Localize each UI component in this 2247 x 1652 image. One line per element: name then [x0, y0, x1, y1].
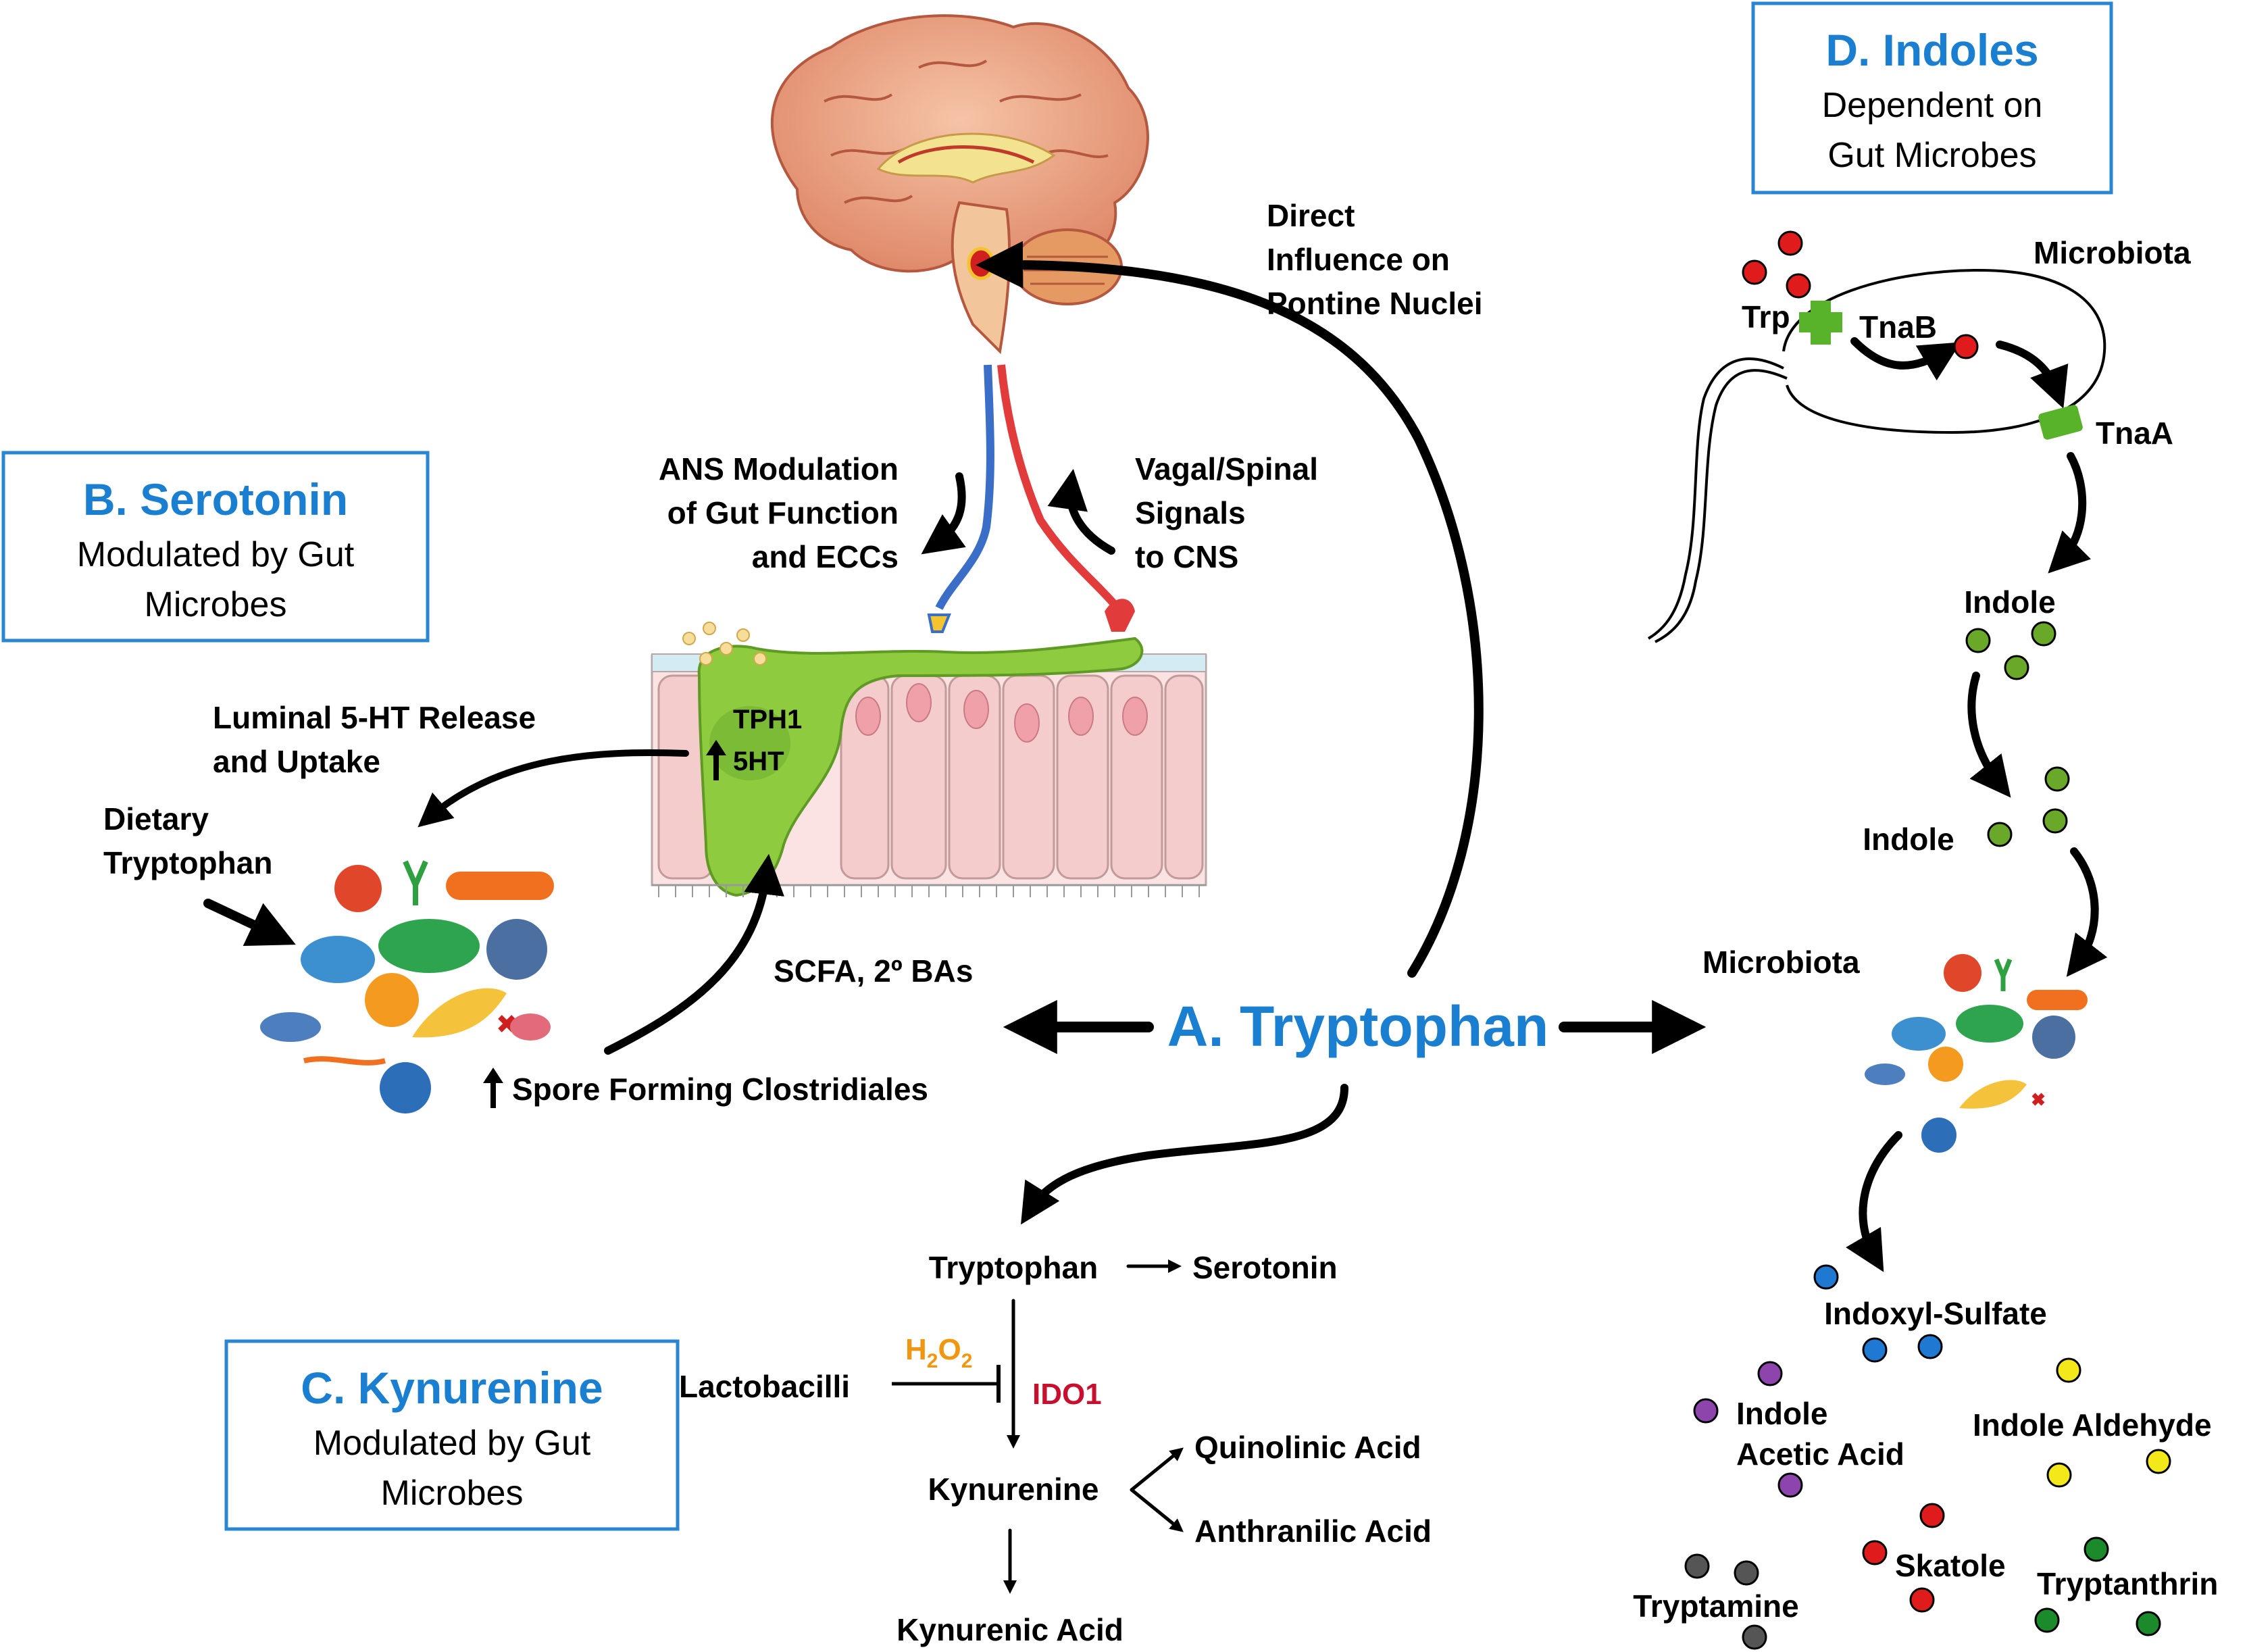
- microbiota-top-label: Microbiota: [2034, 235, 2191, 270]
- svg-text:Indole: Indole: [1736, 1396, 1827, 1431]
- serotonin-box-sub2: Microbes: [145, 585, 287, 624]
- tryptophan-center-title: A. Tryptophan: [1167, 995, 1549, 1058]
- tnaa-enzyme-icon: [2038, 405, 2083, 440]
- microbiota-mid-label: Microbiota: [1702, 945, 1860, 980]
- arrow-to-tnaa: [1996, 341, 2069, 409]
- tnaa-label: TnaA: [2096, 416, 2173, 451]
- indole-aldehyde-label: Indole Aldehyde: [1973, 1407, 2212, 1443]
- indole-label-1: Indole: [1964, 584, 2055, 620]
- arrow-indole-efflux: [1967, 672, 2011, 798]
- arrow-ans-down: [921, 472, 966, 555]
- svg-text:Tryptophan: Tryptophan: [103, 845, 272, 880]
- svg-text:to CNS: to CNS: [1135, 539, 1238, 574]
- bacterium-outline: [1647, 268, 2106, 643]
- serotonin-box-sub1: Modulated by Gut: [77, 535, 355, 574]
- arrow-tnaa-to-indole: [2048, 452, 2091, 574]
- tph1-label: TPH1: [733, 705, 802, 734]
- trp-label: Trp: [1742, 299, 1790, 334]
- kynurenine-box-sub1: Modulated by Gut: [313, 1424, 591, 1463]
- arrow-tnab-transport: [1850, 337, 1961, 381]
- skatole-label: Skatole: [1895, 1548, 2006, 1583]
- indole-aldehyde-molecules: [2046, 1357, 2171, 1488]
- arrow-vagal-up: [1047, 468, 1115, 555]
- arrow-kyn-to-quinolinic: [1130, 1447, 1184, 1492]
- tryptamine-label: Tryptamine: [1633, 1588, 1798, 1624]
- svg-text:and ECCs: and ECCs: [752, 539, 899, 574]
- tryptamine-molecules: [1684, 1553, 1767, 1650]
- anthranilic-label: Anthranilic Acid: [1194, 1513, 1432, 1549]
- arrow-luminal-release: [418, 749, 689, 828]
- kyn-serotonin-label: Serotonin: [1192, 1250, 1338, 1285]
- quinolinic-label: Quinolinic Acid: [1194, 1430, 1421, 1465]
- ans-nerve-fiber: [927, 364, 994, 633]
- skatole-molecules: [1862, 1503, 1945, 1613]
- svg-text:Influence on: Influence on: [1267, 242, 1450, 277]
- vagal-signals-label: Vagal/Spinal Signals to CNS: [1135, 451, 1318, 574]
- tnab-label: TnaB: [1859, 309, 1937, 345]
- tryptanthrin-label: Tryptanthrin: [2037, 1566, 2218, 1601]
- h2o2-label: H2O2: [905, 1333, 972, 1372]
- indole-label-2: Indole: [1863, 822, 1954, 857]
- ido1-label: IDO1: [1032, 1378, 1102, 1411]
- indoxyl-sulfate-molecules: [1813, 1264, 1943, 1363]
- indole-acetic-acid-molecules: [1693, 1361, 1803, 1498]
- kyn-tryptophan-label: Tryptophan: [929, 1250, 1098, 1285]
- kynurenine-box-sub2: Microbes: [381, 1474, 524, 1513]
- indoles-box-title: D. Indoles: [1825, 25, 2038, 75]
- arrow-tryptophan-to-kynurenine: [1020, 1084, 1348, 1225]
- kynurenine-box-title: C. Kynurenine: [301, 1363, 603, 1413]
- 5ht-label: 5HT: [733, 747, 784, 776]
- tnab-transporter-icon: [1799, 301, 1842, 345]
- arrow-tryptophan-to-brain: [976, 241, 1484, 978]
- dietary-tryptophan-label: Dietary Tryptophan: [103, 801, 272, 880]
- kynurenine-label: Kynurenine: [928, 1472, 1099, 1507]
- trp-molecules: [1742, 230, 1979, 359]
- svg-text:Luminal 5-HT Release: Luminal 5-HT Release: [213, 700, 536, 735]
- indoles-box-sub1: Dependent on: [1822, 86, 2043, 125]
- vagal-nerve-fiber: [997, 364, 1135, 632]
- arrow-microbiota-to-metabolites: [1846, 1131, 1902, 1272]
- tryptanthrin-molecules: [2034, 1536, 2161, 1636]
- svg-text:Direct: Direct: [1267, 198, 1355, 233]
- direct-influence-label: Direct Influence on Pontine Nuclei: [1267, 198, 1482, 321]
- svg-text:Signals: Signals: [1135, 495, 1246, 530]
- inhibition-lactobacilli-ido1: [892, 1365, 1001, 1403]
- gut-microbes-illustration-left: [260, 860, 554, 1113]
- svg-text:and Uptake: and Uptake: [213, 744, 380, 779]
- svg-text:of Gut Function: of Gut Function: [667, 495, 899, 530]
- svg-text:Vagal/Spinal: Vagal/Spinal: [1135, 451, 1318, 486]
- svg-text:ANS Modulation: ANS Modulation: [659, 451, 899, 486]
- indole-molecules: [1965, 621, 2070, 847]
- arrow-kyn-to-anthranilic: [1130, 1488, 1184, 1532]
- svg-text:Dietary: Dietary: [103, 801, 209, 836]
- brain-illustration: [770, 14, 1149, 355]
- kynurenic-label: Kynurenic Acid: [897, 1612, 1124, 1647]
- arrow-spore-forming: [604, 853, 784, 1055]
- spore-forming-label: Spore Forming Clostridiales: [512, 1072, 928, 1107]
- indole-acetic-acid-label: Indole Acetic Acid: [1736, 1396, 1904, 1472]
- indoles-box: D. Indoles Dependent on Gut Microbes: [1751, 1, 2113, 195]
- svg-text:Pontine Nuclei: Pontine Nuclei: [1267, 286, 1482, 321]
- up-arrow-tph1-icon: [706, 740, 726, 780]
- indoles-box-sub2: Gut Microbes: [1827, 136, 2036, 175]
- serotonin-box-title: B. Serotonin: [83, 474, 348, 524]
- lactobacilli-label: Lactobacilli: [679, 1369, 850, 1404]
- indoxyl-sulfate-label: Indoxyl-Sulfate: [1824, 1296, 2047, 1331]
- gut-microbes-illustration-right: [1865, 954, 2088, 1153]
- arrow-dietary-tryptophan: [203, 899, 296, 946]
- arrow-indole-to-microbiota: [2066, 847, 2108, 977]
- ans-modulation-label: ANS Modulation of Gut Function and ECCs: [659, 451, 899, 574]
- serotonin-box: B. Serotonin Modulated by Gut Microbes: [1, 451, 430, 643]
- up-arrow-spore-icon: [483, 1068, 503, 1108]
- luminal-release-label: Luminal 5-HT Release and Uptake: [213, 700, 536, 779]
- scfa-label: SCFA, 2º BAs: [774, 953, 973, 988]
- kynurenine-box: C. Kynurenine Modulated by Gut Microbes: [224, 1339, 680, 1531]
- svg-text:Acetic Acid: Acetic Acid: [1736, 1436, 1904, 1472]
